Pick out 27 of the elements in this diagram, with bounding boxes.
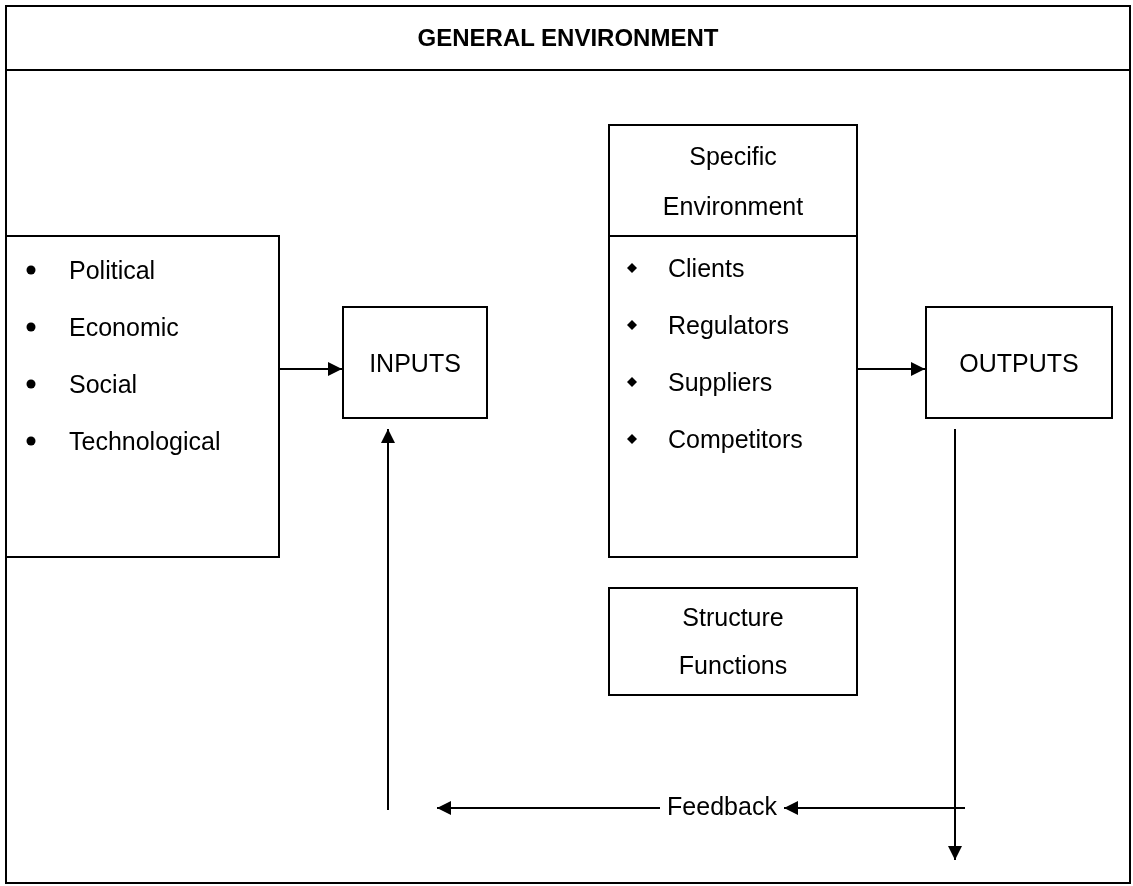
factor-list-box bbox=[5, 235, 280, 558]
specific-environment-box bbox=[608, 124, 858, 558]
list-item: Economic bbox=[69, 311, 179, 342]
list-item: Technological bbox=[69, 425, 221, 456]
list-item: Social bbox=[69, 368, 138, 399]
arrow bbox=[381, 428, 395, 811]
box-label: Structure bbox=[682, 602, 784, 633]
list-item: Clients bbox=[668, 252, 745, 283]
box-heading: Specific Environment bbox=[661, 140, 805, 222]
list-item: Regulators bbox=[668, 309, 789, 340]
list-item: Suppliers bbox=[668, 366, 773, 397]
feedback-label: Feedback bbox=[667, 791, 777, 821]
arrow bbox=[948, 428, 962, 861]
arrow bbox=[783, 801, 966, 815]
environment-frame bbox=[5, 5, 1131, 884]
list-item: Political bbox=[69, 254, 156, 285]
arrow bbox=[279, 362, 343, 376]
frame-title: GENERAL ENVIRONMENT bbox=[417, 23, 719, 53]
box-label: Functions bbox=[678, 649, 788, 681]
process-box bbox=[925, 306, 1113, 419]
structure-box bbox=[608, 587, 858, 696]
arrow bbox=[436, 801, 661, 815]
list-item: Competitors bbox=[668, 423, 803, 454]
box-label: OUTPUTS bbox=[959, 347, 1079, 378]
arrow bbox=[857, 362, 926, 376]
process-box bbox=[342, 306, 488, 419]
box-label: INPUTS bbox=[369, 347, 461, 378]
